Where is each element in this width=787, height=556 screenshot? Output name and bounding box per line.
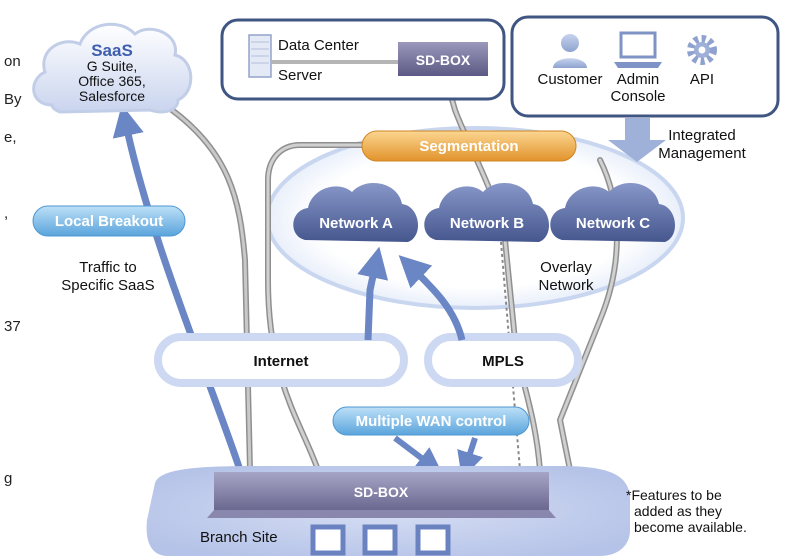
dc-sdbox: SD-BOX	[398, 42, 488, 76]
branch-site-label: Branch Site	[200, 529, 278, 546]
overlay-label-1: Overlay	[540, 259, 592, 276]
network-arrows	[357, 246, 466, 341]
data-center-label: Data Center	[278, 37, 359, 54]
segmentation-label: Segmentation	[419, 138, 518, 155]
monitor-icon	[310, 524, 346, 556]
dc-sdbox-label: SD-BOX	[416, 52, 471, 68]
footnote-line-2: added as they	[634, 503, 722, 519]
api-label: API	[690, 71, 714, 88]
mpls-cloud: MPLS	[424, 333, 582, 387]
internet-to-network-a-arrow	[357, 246, 389, 341]
overlay-right-line-inner	[558, 158, 619, 472]
footnote-line-3: become available.	[634, 519, 747, 535]
admin-label-2: Console	[610, 88, 665, 105]
wan-arrow-right	[457, 437, 483, 479]
branch-sdbox: SD-BOX	[207, 472, 556, 518]
saas-line-inner	[163, 103, 252, 472]
left-fragment: By	[4, 91, 22, 108]
local-breakout-pill: Local Breakout	[32, 205, 186, 237]
saas-cloud: SaaS G Suite, Office 365, Salesforce	[32, 22, 193, 114]
network-b-cloud: Network B	[424, 182, 550, 242]
overlay-label-2: Network	[538, 277, 594, 294]
integrated-label-1: Integrated	[668, 127, 736, 144]
local-breakout-label: Local Breakout	[55, 213, 163, 230]
footnote-line-1: *Features to be	[626, 487, 722, 503]
integrated-label-2: Management	[658, 145, 746, 162]
wan-control-pill: Multiple WAN control	[332, 406, 530, 436]
monitor-icon	[415, 524, 451, 556]
server-label: Server	[278, 67, 322, 84]
left-fragment: e,	[4, 129, 17, 146]
branch-sdbox-label: SD-BOX	[354, 484, 409, 500]
left-fragment: ,	[4, 205, 8, 222]
internet-cloud: Internet	[154, 333, 408, 387]
data-center-frame	[220, 18, 506, 101]
breakout-caption-1: Traffic to	[79, 259, 137, 276]
saas-line-3: Salesforce	[79, 88, 145, 104]
customer-icon	[553, 34, 587, 68]
internet-label: Internet	[253, 353, 308, 370]
local-breakout-arrow	[112, 104, 244, 472]
wan-arrows	[393, 435, 483, 479]
gear-icon	[687, 35, 717, 65]
saas-title: SaaS	[91, 41, 133, 60]
network-c-label: Network C	[576, 215, 650, 232]
breakout-caption-2: Specific SaaS	[61, 277, 154, 294]
segmentation-left-line-inner	[266, 143, 364, 472]
left-fragment: on	[4, 53, 21, 70]
integrated-management-arrow	[608, 118, 666, 162]
laptop-icon	[614, 31, 662, 68]
segmentation-pill: Segmentation	[361, 130, 577, 162]
network-a-cloud: Network A	[293, 182, 419, 242]
saas-line-1: G Suite,	[87, 58, 138, 74]
mpls-to-network-b-arrow	[398, 255, 466, 341]
customer-label: Customer	[537, 71, 602, 88]
mpls-label: MPLS	[482, 353, 524, 370]
left-text-fragments: on By e, , 37 g	[4, 53, 22, 487]
admin-label-1: Admin	[617, 71, 660, 88]
branch-computers	[310, 524, 451, 556]
network-b-label: Network B	[450, 215, 524, 232]
network-a-label: Network A	[319, 215, 393, 232]
server-icon	[248, 34, 272, 78]
left-fragment: g	[4, 470, 12, 487]
wan-control-label: Multiple WAN control	[356, 413, 507, 430]
saas-line-2: Office 365,	[78, 73, 145, 89]
left-fragment: 37	[4, 318, 21, 335]
monitor-icon	[362, 524, 398, 556]
network-c-cloud: Network C	[550, 182, 676, 242]
wan-arrow-left	[393, 435, 443, 475]
